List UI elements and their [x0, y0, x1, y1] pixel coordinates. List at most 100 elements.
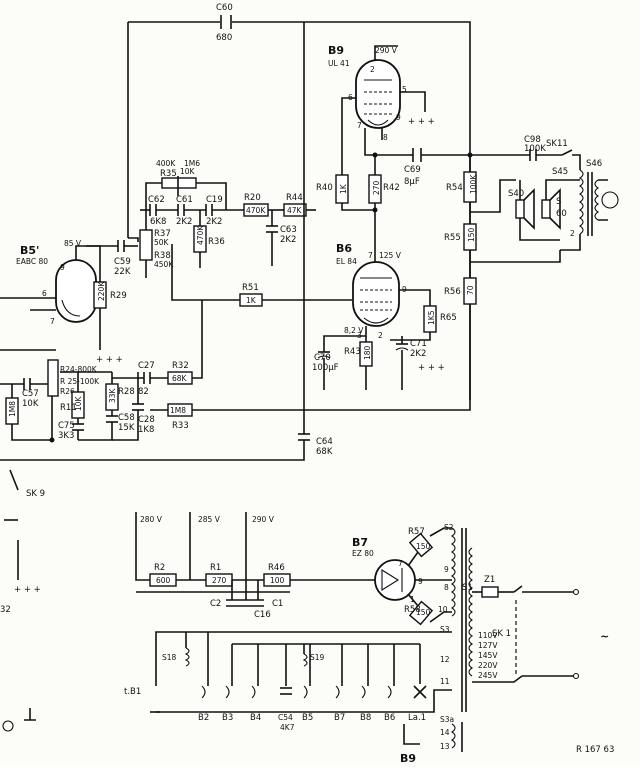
c58-value: 15K — [118, 423, 135, 433]
heater-c54: C54 — [278, 713, 293, 722]
b9-pin8: 8 — [383, 133, 388, 142]
c28-value: 1K8 — [138, 425, 154, 435]
r11-label: R11 — [60, 403, 77, 413]
mains-transformer: S2 9 8 10 S1 110V 127V 145V 220V 245V Z1… — [438, 523, 609, 752]
c2-label: C2 — [210, 599, 221, 609]
s3-label: S3 — [440, 625, 450, 634]
heater-b2: B2 — [198, 713, 209, 723]
s60-label: 60 — [556, 209, 567, 219]
r57-label: R57 — [408, 527, 425, 537]
r2-label: R2 — [154, 563, 165, 573]
r55-value: 150 — [467, 227, 476, 242]
r25-label: R 25-100K — [60, 377, 100, 386]
heater-b4: B4 — [250, 713, 261, 723]
v280-label: 280 V — [140, 515, 163, 524]
r35-value3: 10K — [180, 167, 196, 176]
r46-value: 100 — [270, 576, 285, 585]
b7-pin9: 9 — [418, 577, 423, 586]
c62-label: C62 — [148, 195, 165, 205]
r29-label: R29 — [110, 291, 127, 301]
r42-value: 270 — [372, 180, 381, 195]
volume-pot: R37 50K R38 450K C59 22K R51 1K — [86, 229, 263, 307]
b7-name: B7 — [352, 536, 368, 549]
b6-voltage: 125 V — [379, 251, 402, 260]
heater-chain: t.B1 S18 B2 B3 B4 C54 4K7 B5 S19 B7 B8 B… — [2, 631, 614, 765]
b5-pin6: 6 — [42, 289, 47, 298]
r56-value: 70 — [466, 285, 475, 295]
r1-value: 270 — [212, 576, 227, 585]
cathode-network: 8,2 V C70 100µF 180 R43 C71 2K2 + + + — [312, 326, 445, 390]
r65-value: 1K5 — [427, 310, 436, 325]
r28-value: 33K — [108, 387, 117, 403]
r35-value2: 1M6 — [184, 159, 200, 168]
r46-label: R46 — [268, 563, 285, 573]
c62-value: 6K8 — [150, 217, 166, 227]
b5-pin9: 9 — [60, 263, 65, 272]
b9-plusses: + + + — [408, 117, 435, 127]
c1-label: C1 — [272, 599, 283, 609]
tone-control: 400K 1M6 10K R35 C62 6K8 C61 2K2 C19 2K2… — [140, 159, 316, 268]
r42-label: R42 — [383, 183, 400, 193]
r26-label: R26 — [60, 387, 75, 396]
r65: 1K5 R65 — [390, 305, 457, 341]
power-supply: 280 V 285 V 290 V R2 600 R1 270 R46 100 … — [135, 512, 378, 620]
sk1-label: SK 1 — [492, 629, 511, 639]
r2-value: 600 — [156, 576, 171, 585]
r32-value: 68K — [172, 374, 188, 383]
lower-left-network: R24-800K R 25-100K R26 C57 10K 1M8 R11 1… — [0, 300, 471, 443]
tap-10: 10 — [438, 605, 448, 614]
c59-label: C59 — [114, 257, 131, 267]
c69-value: 8µF — [404, 177, 420, 187]
s40-label: S40 — [508, 189, 524, 199]
c58-label: C58 — [118, 413, 135, 423]
r20-label: R20 — [244, 193, 261, 203]
r11-value: 10K — [74, 395, 83, 411]
c63-label: C63 — [280, 225, 297, 235]
heater-la1: La.1 — [408, 713, 426, 723]
c63-value: 2K2 — [280, 235, 296, 245]
r33-value: 1M8 — [170, 406, 186, 415]
r29-value: 220K — [97, 281, 106, 301]
c64-value: 68K — [316, 447, 333, 457]
c70-label: C70 — [314, 353, 331, 363]
tr-pin2: 2 — [570, 229, 575, 238]
output-line: C69 8µF C98 100K SK11 — [372, 135, 568, 187]
s3a-label: S3a — [440, 715, 454, 724]
r35-label: R35 — [160, 169, 177, 179]
r54-value: 100K — [469, 174, 478, 194]
c98-value: 100K — [524, 144, 546, 154]
r51-label: R51 — [242, 283, 259, 293]
r20-value: 470K — [246, 206, 266, 215]
b9-name: B9 — [328, 44, 344, 57]
b5-plus: + + + — [96, 355, 123, 365]
c75-value: 3K3 — [58, 431, 74, 441]
tap-245: 245V — [478, 671, 498, 680]
r36-value: 470K — [196, 225, 205, 245]
sk9-plus: + + + — [14, 585, 41, 595]
b9-bottom-label: B9 — [400, 752, 416, 765]
tube-b5: B5' EABC 80 85 V 9 6 7 220K R29 + + + — [0, 239, 127, 365]
r37-value: 50K — [154, 238, 170, 247]
r65-label: R65 — [440, 313, 457, 323]
r33-label: R33 — [172, 421, 189, 431]
r40-r42: R40 1K 270 R42 — [316, 155, 400, 262]
r57-value: 150 — [416, 542, 431, 551]
mains-symbol: ~ — [600, 630, 609, 643]
sk11-label: SK11 — [546, 139, 568, 149]
c98-label: C98 — [524, 135, 541, 145]
c27-value: 82 — [138, 387, 149, 397]
b9-type: UL 41 — [328, 59, 350, 68]
r58-label: R58 — [404, 605, 421, 615]
c59-value: 22K — [114, 267, 131, 277]
b6-plus: + + + — [418, 363, 445, 373]
r54-r55-r56-chain: R54 100K R55 150 R56 70 — [444, 155, 561, 390]
tap-12: 12 — [440, 655, 450, 664]
r40-label: R40 — [316, 183, 333, 193]
s46-label: S46 — [586, 159, 602, 169]
tap-14: 14 — [440, 728, 450, 737]
left-num: 32 — [0, 605, 11, 615]
r44-value: 47K — [287, 206, 303, 215]
r43-value: 180 — [363, 345, 372, 360]
